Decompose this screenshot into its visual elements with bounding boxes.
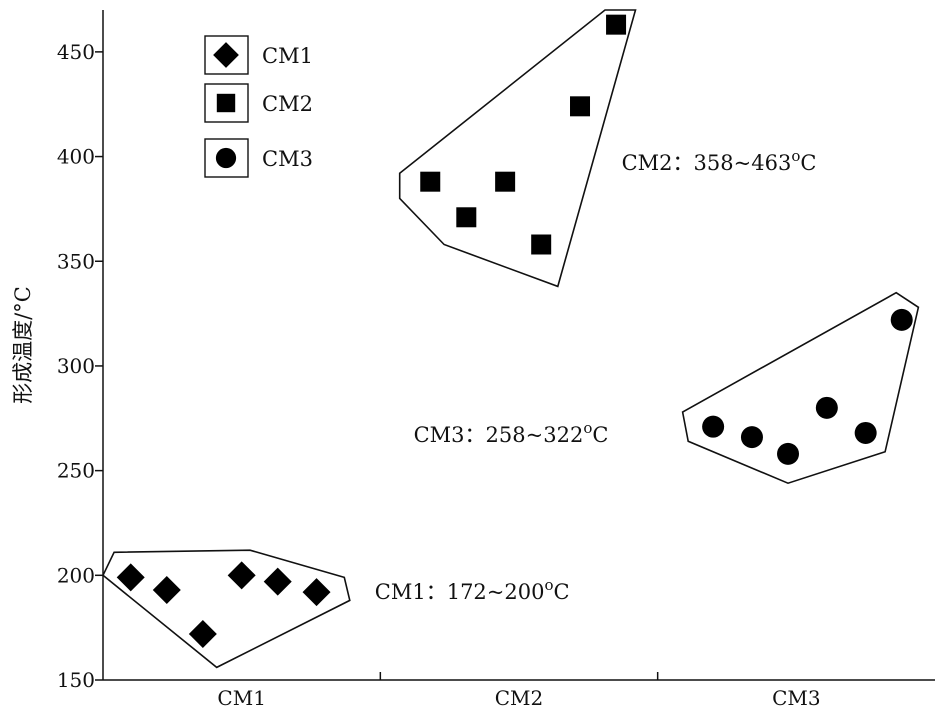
hull-cm2 [398, 9, 637, 288]
y-tick-label-250: 250 [57, 459, 95, 483]
legend-label-cm2: CM2 [262, 92, 313, 116]
point-cm1-1 [116, 563, 145, 592]
point-cm2-3 [495, 171, 516, 192]
y-axis-label: 形成温度/°C [11, 286, 35, 404]
point-cm2-5 [570, 96, 591, 117]
point-cm1-3 [188, 619, 217, 648]
legend-label-cm3: CM3 [262, 147, 313, 171]
point-cm3-2 [740, 426, 763, 449]
point-cm1-4 [227, 561, 256, 590]
data-points [116, 14, 913, 648]
legend-label-cm1: CM1 [262, 44, 313, 68]
axes [102, 10, 935, 681]
range-annotations: CM1：172~200oC CM2：358~463oC CM3：258~322oC [375, 147, 817, 604]
legend-box-cm1 [204, 35, 249, 75]
point-cm2-2 [456, 207, 477, 228]
point-cm2-1 [420, 171, 441, 192]
x-category-label-cm1: CM1 [217, 686, 266, 708]
y-tick-label-400: 400 [57, 145, 95, 169]
point-cm3-3 [777, 442, 800, 465]
point-cm1-2 [152, 575, 181, 604]
annotation-cm1: CM1：172~200oC [375, 576, 570, 604]
legend-marker-cm2 [216, 93, 236, 113]
x-category-labels: CM1 CM2 CM3 [217, 686, 820, 708]
legend-marker-cm3 [215, 147, 237, 169]
hull-cm3 [681, 291, 920, 485]
point-cm3-6 [890, 308, 913, 331]
point-cm2-6 [606, 14, 627, 35]
legend-marker-cm1 [213, 42, 239, 68]
point-cm3-5 [854, 421, 877, 444]
y-tick-label-150: 150 [57, 668, 95, 692]
x-category-label-cm2: CM2 [495, 686, 544, 708]
hull-cm1 [102, 549, 351, 669]
point-cm1-5 [263, 567, 292, 596]
y-tick-label-350: 350 [57, 249, 95, 273]
point-cm3-4 [815, 396, 838, 419]
y-tick-label-450: 450 [57, 40, 95, 64]
point-cm1-6 [302, 578, 331, 607]
x-category-label-cm3: CM3 [772, 686, 821, 708]
annotation-cm3: CM3：258~322oC [414, 419, 609, 447]
y-ticks: 150 200 250 300 350 400 450 [57, 40, 103, 692]
point-cm2-4 [531, 234, 552, 255]
cluster-hulls [102, 9, 920, 669]
legend-box-cm3 [204, 138, 249, 178]
annotation-cm2: CM2：358~463oC [622, 147, 817, 175]
legend-box-cm2 [204, 83, 249, 123]
y-tick-label-300: 300 [57, 354, 95, 378]
y-tick-label-200: 200 [57, 563, 95, 587]
point-cm3-1 [702, 415, 725, 438]
